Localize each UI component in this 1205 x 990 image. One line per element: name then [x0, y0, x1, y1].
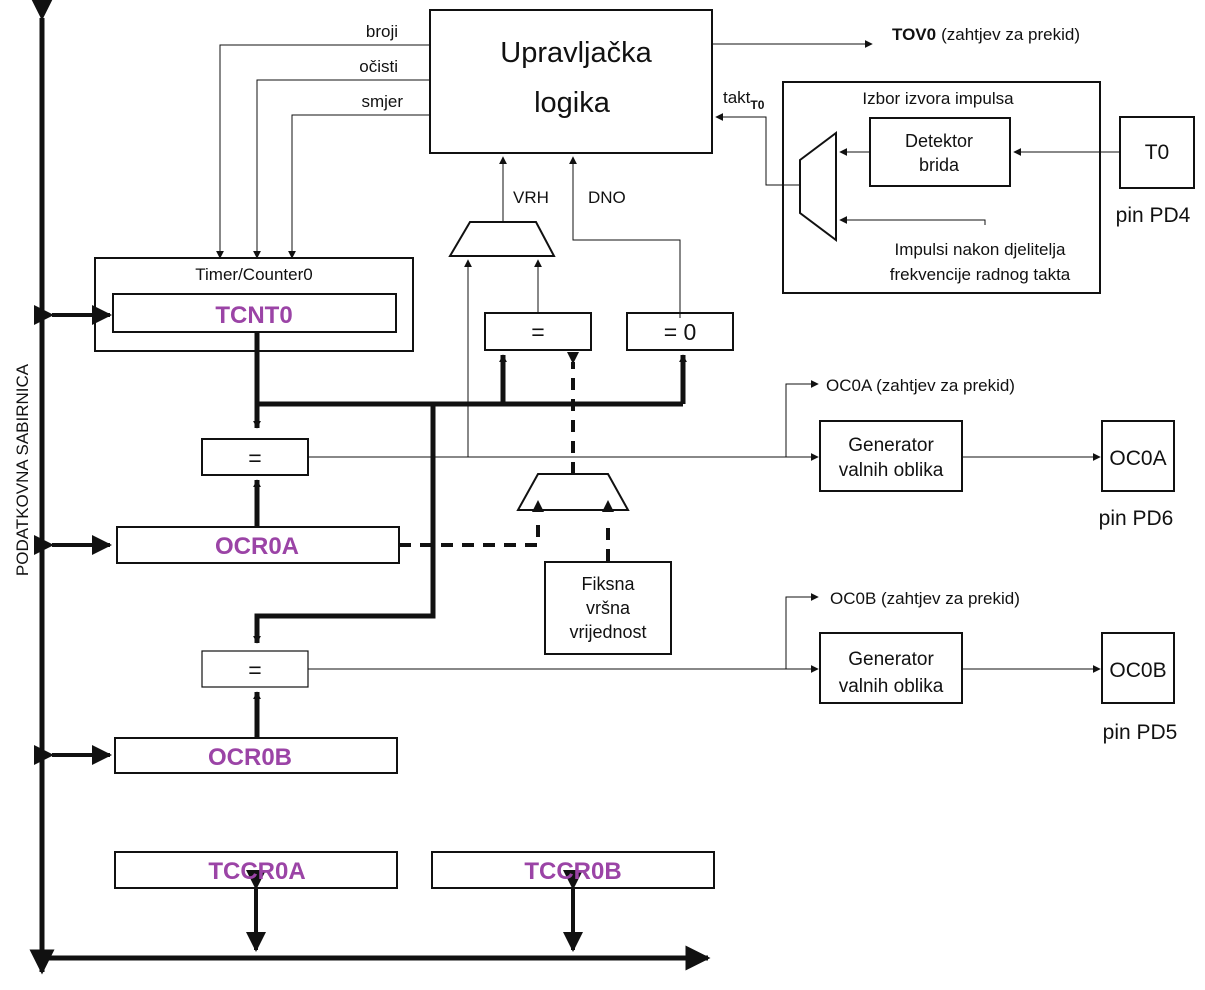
prescaler-label-1: Impulsi nakon djelitelja [894, 240, 1066, 259]
tccr0b-register [431, 851, 715, 889]
fixed-top-label-3: vrijednost [569, 622, 646, 642]
tcnt0-data-path [253, 332, 687, 644]
zero-compare-box [626, 312, 734, 351]
clock-mux [799, 131, 837, 242]
tccr0b-label: TCCR0B [524, 858, 621, 885]
bus-label: PODATKOVNA SABIRNICA [13, 363, 32, 576]
tccr0a-label: TCCR0A [208, 858, 305, 885]
oc0a-pin-box [1101, 420, 1175, 492]
control-signal-lines [216, 44, 430, 259]
waveform-generator-b [819, 632, 963, 704]
signal-count: broji [366, 22, 398, 41]
fixed-top-label-1: Fiksna [581, 574, 635, 594]
oc0b-pin-box [1101, 632, 1175, 704]
control-logic-title-1: Upravljačka [500, 37, 652, 69]
tov0-label: TOV0(zahtjev za prekid) [892, 25, 1080, 44]
top-compare-label: = [531, 319, 544, 345]
oc0b-pin-label: pin PD5 [1103, 721, 1178, 744]
signal-direction: smjer [361, 92, 403, 111]
zero-compare-label: = 0 [664, 319, 697, 345]
signal-bottom: DNO [588, 188, 626, 207]
edge-detector-box [869, 117, 1011, 187]
signal-top: VRH [513, 188, 549, 207]
control-logic-box [429, 9, 713, 154]
fixed-top-value-box [544, 561, 672, 655]
waveform-b-label-1: Generator [848, 649, 934, 670]
ocr0b-register [114, 737, 398, 774]
edge-detector-label-2: brida [919, 155, 960, 175]
labels: PODATKOVNA SABIRNICA Upravljačka logika … [13, 22, 1191, 885]
waveform-a-label-1: Generator [848, 435, 934, 456]
timer-counter-box [94, 257, 414, 352]
oc0b-pin-box-label: OC0B [1109, 659, 1166, 682]
ocr0a-label: OCR0A [215, 533, 299, 560]
tccr0a-register [114, 851, 398, 889]
signal-clear: očisti [359, 57, 398, 76]
oc0b-interrupt-label: OC0B (zahtjev za prekid) [830, 589, 1020, 608]
oc0a-pin-box-label: OC0A [1109, 447, 1166, 470]
compare-a-label: = [248, 445, 261, 471]
waveform-generator-a [819, 420, 963, 492]
top-compare-box [484, 312, 592, 351]
clock-label: taktT0 [723, 88, 765, 112]
fixed-top-mux [516, 473, 630, 511]
timer-counter-title: Timer/Counter0 [195, 265, 312, 284]
oc0a-interrupt-label: OC0A (zahtjev za prekid) [826, 376, 1015, 395]
waveform-b-label-2: valnih oblika [839, 676, 944, 697]
waveform-a-label-2: valnih oblika [839, 460, 944, 481]
clock-line [715, 113, 800, 186]
compare-b-label: = [248, 657, 261, 683]
top-mux [448, 221, 556, 257]
oc0a-pin-label: pin PD6 [1099, 507, 1174, 530]
t0-pin-label: pin PD4 [1116, 204, 1191, 227]
prescaler-label-2: frekvencije radnog takta [890, 265, 1071, 284]
clock-select-box [782, 81, 1101, 294]
clock-select-title: Izbor izvora impulsa [862, 89, 1014, 108]
data-bus [29, 0, 711, 975]
t0-pin-box-label: T0 [1145, 141, 1170, 164]
ocr0b-label: OCR0B [208, 744, 292, 771]
edge-detector-label-1: Detektor [905, 131, 973, 151]
fixed-top-label-2: vršna [586, 598, 631, 618]
tcnt0-label: TCNT0 [215, 302, 292, 329]
control-logic-title-2: logika [534, 87, 611, 119]
